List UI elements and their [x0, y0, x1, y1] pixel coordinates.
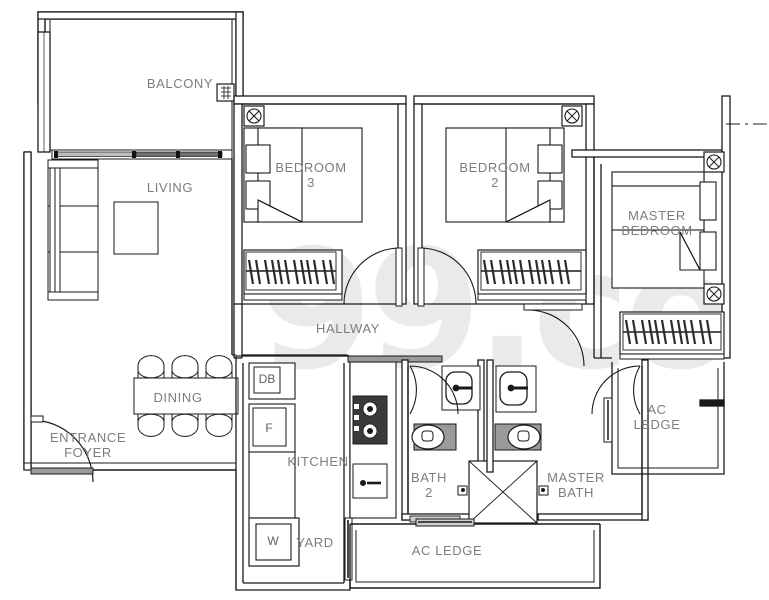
- sink-master-bath: [495, 365, 537, 413]
- ac-ledge-bottom: [349, 523, 601, 589]
- hob: [352, 395, 388, 445]
- wardrobe-bedroom-3: [243, 249, 343, 301]
- sliding-door-ac-ledge[interactable]: [415, 518, 475, 527]
- kitchen-opening: [347, 355, 443, 363]
- distribution-board: [248, 362, 296, 400]
- shower-bath-2: [457, 460, 549, 524]
- door-master-bath[interactable]: [591, 365, 641, 415]
- bed-bedroom-3: [243, 127, 363, 223]
- bed-bedroom-2: [445, 127, 565, 223]
- bedroom-2-walls: [413, 95, 595, 305]
- ac-unit-master-upper: [703, 151, 725, 173]
- wardrobe-master-bedroom: [619, 311, 725, 360]
- kitchen-sink: [352, 463, 388, 499]
- fridge: [248, 403, 296, 453]
- ac-unit-bedroom-3: [243, 105, 265, 127]
- bed-master-bedroom: [611, 171, 717, 289]
- hallway-walls: [233, 304, 348, 359]
- dining-table: [133, 377, 239, 415]
- appliance-label-distribution-board: DB: [258, 372, 276, 386]
- toilet-master-bath: [494, 423, 542, 451]
- appliance-label-fridge: F: [265, 421, 273, 435]
- sink-bath-2: [441, 365, 481, 411]
- exterior-wall-left: [23, 151, 32, 471]
- ac-unit-balcony: [216, 83, 235, 102]
- ac-unit-master-lower: [703, 283, 725, 305]
- interior-partitions: [24, 354, 612, 590]
- toilet-bath-2: [411, 423, 457, 451]
- door-bath-2[interactable]: [409, 365, 459, 415]
- dining-chairs: [137, 355, 233, 437]
- ac-unit-bedroom-2: [561, 105, 583, 127]
- kitchen-counter-left: [248, 451, 296, 519]
- door-entrance[interactable]: [30, 415, 94, 483]
- door-bedroom-2-secondary[interactable]: [523, 303, 585, 367]
- master-bath-walls: [486, 359, 649, 521]
- appliance-label-washer: W: [267, 534, 279, 548]
- bedroom-3-walls: [233, 95, 407, 305]
- sofa: [47, 159, 99, 301]
- door-bedroom-2[interactable]: [417, 247, 477, 307]
- door-bedroom-3[interactable]: [343, 247, 403, 307]
- sliding-door-yard[interactable]: [344, 517, 353, 581]
- master-bedroom-walls: [571, 95, 731, 359]
- balcony-room: [37, 11, 244, 153]
- ac-ledge-right: [603, 362, 725, 475]
- coffee-table: [113, 201, 159, 255]
- sliding-door-balcony[interactable]: [51, 149, 233, 160]
- washer: [248, 517, 300, 567]
- wardrobe-bedroom-2: [477, 249, 587, 301]
